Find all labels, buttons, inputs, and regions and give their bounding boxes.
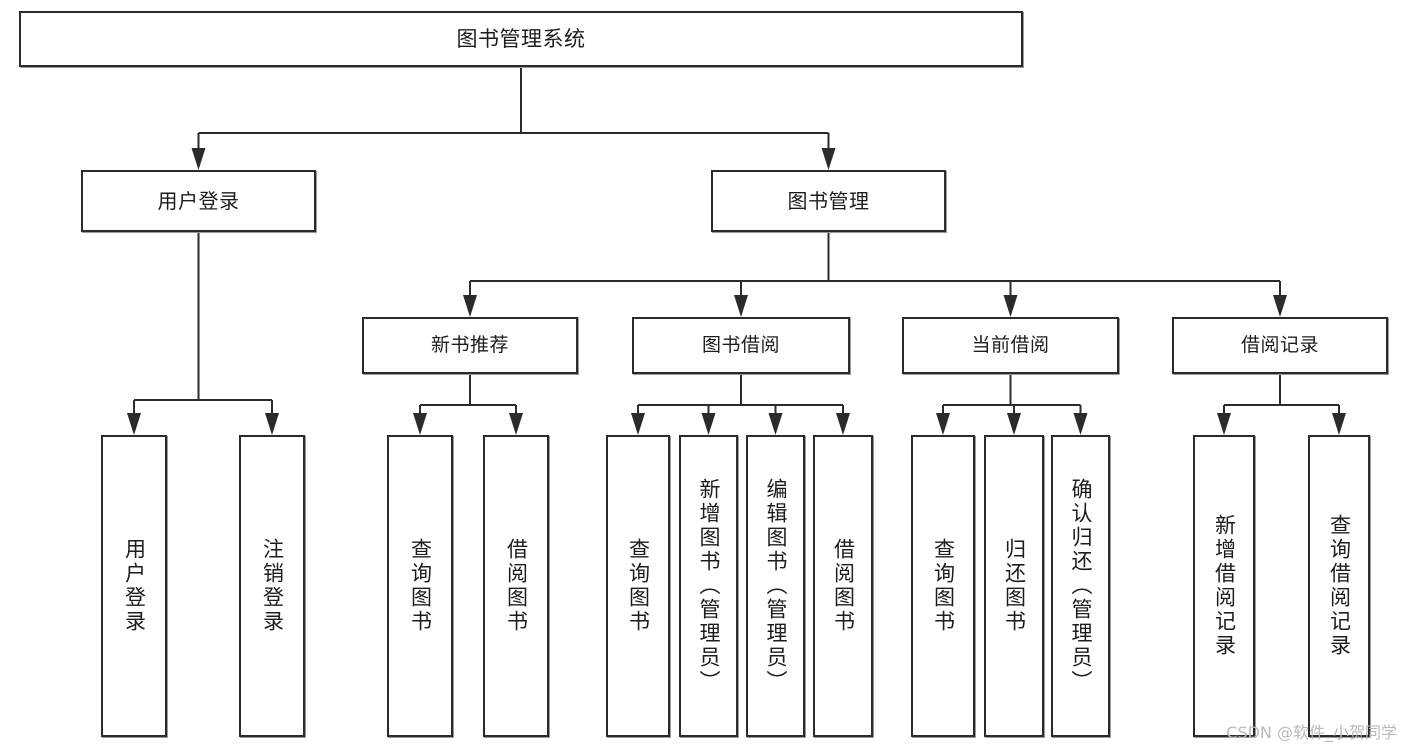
node-label: 图书管理系统: [456, 26, 586, 51]
node-label: 编辑图书（管理员）: [764, 478, 788, 694]
node-label: 查询图书: [408, 538, 433, 634]
node-lf10[interactable]: 归还图书: [984, 435, 1044, 737]
node-l3b[interactable]: 图书借阅: [632, 317, 850, 374]
node-l2a[interactable]: 用户登录: [81, 170, 316, 232]
node-label: 查询图书: [931, 538, 956, 634]
node-label: 新增图书（管理员）: [697, 478, 721, 694]
arrow-icon-lf3: [413, 413, 427, 435]
node-lf9[interactable]: 查询图书: [911, 435, 975, 737]
node-l3c[interactable]: 当前借阅: [902, 317, 1119, 374]
node-label: 新书推荐: [430, 333, 509, 356]
node-lf3[interactable]: 查询图书: [387, 435, 453, 737]
arrow-icon-lf5: [631, 413, 645, 435]
arrow-icon-lf6: [701, 413, 716, 435]
arrow-icon-l3c: [1003, 295, 1018, 317]
node-label: 注销登录: [260, 538, 285, 634]
node-lf8[interactable]: 借阅图书: [813, 435, 873, 737]
arrow-icon-lf13: [1332, 413, 1346, 435]
node-label: 查询图书: [626, 538, 651, 634]
node-label: 当前借阅: [971, 333, 1050, 356]
arrow-icon-l3b: [734, 295, 748, 317]
arrow-icon-lf4: [509, 413, 523, 435]
node-lf5[interactable]: 查询图书: [606, 435, 670, 737]
node-label: 查询借阅记录: [1327, 514, 1352, 658]
node-lf11[interactable]: 确认归还（管理员）: [1051, 435, 1110, 737]
node-l3d[interactable]: 借阅记录: [1172, 317, 1388, 374]
node-lf6[interactable]: 新增图书（管理员）: [679, 435, 738, 737]
node-label: 图书借阅: [701, 333, 780, 356]
node-root[interactable]: 图书管理系统: [19, 11, 1023, 67]
node-label: 确认归还（管理员）: [1069, 478, 1093, 694]
node-label: 图书管理: [787, 188, 870, 213]
node-label: 借阅图书: [831, 538, 856, 634]
arrow-icon-l2a: [191, 148, 206, 170]
arrow-icon-l3a: [463, 295, 477, 317]
arrow-icon-lf8: [836, 413, 850, 435]
arrow-icon-l3d: [1273, 295, 1287, 317]
node-label: 借阅记录: [1240, 333, 1319, 356]
arrow-icon-lf11: [1073, 413, 1088, 435]
node-lf7[interactable]: 编辑图书（管理员）: [746, 435, 805, 737]
node-lf1[interactable]: 用户登录: [101, 435, 167, 737]
arrow-icon-lf2: [265, 413, 279, 435]
arrow-icon-lf1: [127, 413, 141, 435]
node-lf4[interactable]: 借阅图书: [483, 435, 549, 737]
node-label: 借阅图书: [504, 538, 529, 634]
node-label: 用户登录: [157, 188, 240, 213]
node-lf2[interactable]: 注销登录: [239, 435, 305, 737]
node-l2b[interactable]: 图书管理: [711, 170, 946, 232]
arrow-icon-lf9: [936, 413, 950, 435]
node-lf13[interactable]: 查询借阅记录: [1308, 435, 1370, 737]
arrow-icon-lf7: [768, 413, 783, 435]
arrow-icon-lf10: [1007, 413, 1021, 435]
arrow-icon-lf12: [1217, 413, 1231, 435]
arrow-icon-l2b: [821, 148, 836, 170]
node-label: 归还图书: [1002, 538, 1027, 634]
node-l3a[interactable]: 新书推荐: [362, 317, 578, 374]
node-label: 用户登录: [122, 538, 147, 634]
node-lf12[interactable]: 新增借阅记录: [1193, 435, 1255, 737]
node-label: 新增借阅记录: [1212, 514, 1237, 658]
